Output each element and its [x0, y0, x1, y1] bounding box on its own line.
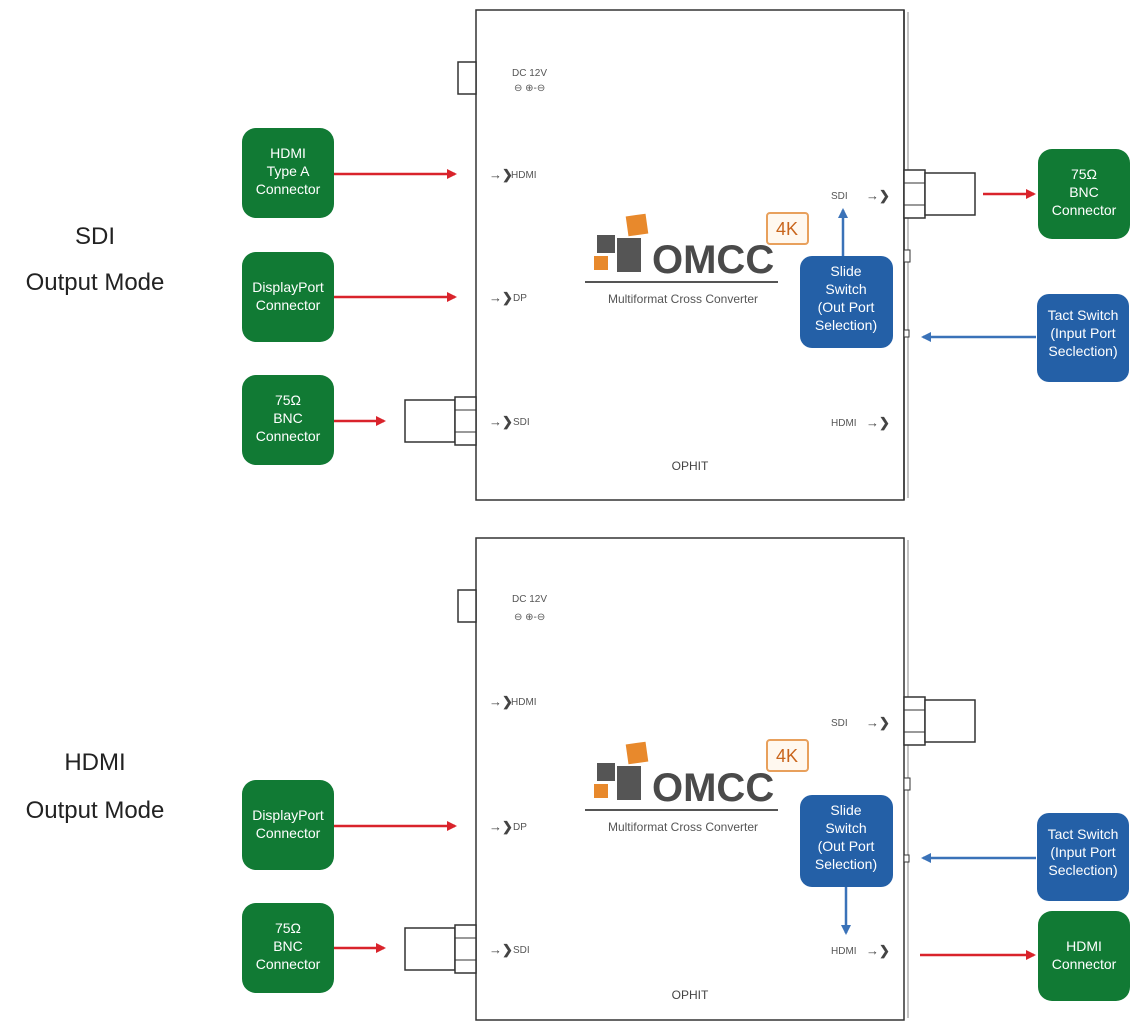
- converter-device: DC 12V ⊖ ⊕-⊖ →❯ HDMI →❯ DP →❯ SDI SDI →❯: [404, 9, 976, 501]
- port-label-sdi: SDI: [513, 417, 530, 428]
- box-line: Connector: [256, 825, 321, 841]
- box-line: Slide: [830, 802, 861, 818]
- badge-4k: [766, 739, 809, 772]
- box-line: 75Ω: [275, 920, 301, 936]
- mode-title-line2: Output Mode: [26, 797, 165, 824]
- port-label-dp: DP: [513, 822, 527, 833]
- box-line: BNC: [273, 938, 303, 954]
- port-arrows-icon: →❯: [489, 290, 513, 306]
- mode-title-line1: SDI: [75, 223, 115, 250]
- port-arrows-icon: →❯: [489, 167, 513, 183]
- slide-switch-nub: [903, 249, 911, 263]
- out-label-sdi: SDI: [831, 718, 848, 729]
- badge-4k: [766, 212, 809, 245]
- port-label-hdmi: HDMI: [511, 697, 537, 708]
- box-line: (Input Port: [1050, 844, 1115, 860]
- mode-title-line1: HDMI: [64, 749, 125, 776]
- input-bnc-box: 75Ω BNC Connector: [242, 375, 334, 465]
- sdi-output-mode-panel: SDI Output Mode DC 12V ⊖ ⊕-⊖ →❯ HDMI →❯ …: [26, 9, 1130, 501]
- tact-switch-box: Tact Switch (Input Port Seclection): [1037, 294, 1129, 382]
- product-subtitle: Multiformat Cross Converter: [608, 820, 758, 834]
- bnc-input-jack: [404, 396, 477, 446]
- box-line: Connector: [1052, 956, 1117, 972]
- box-line: DisplayPort: [252, 807, 324, 823]
- box-line: Connector: [1052, 202, 1117, 218]
- box-line: HDMI: [1066, 938, 1102, 954]
- port-arrows-icon: →❯: [866, 188, 890, 204]
- box-line: Selection): [815, 317, 877, 333]
- box-line: (Input Port: [1050, 325, 1115, 341]
- bnc-output-jack: [903, 169, 976, 219]
- power-jack: [457, 61, 477, 95]
- box-line: Connector: [256, 956, 321, 972]
- brand-name: OMCC: [652, 238, 774, 282]
- output-bnc-box: 75Ω BNC Connector: [1038, 149, 1130, 239]
- box-line: Slide: [830, 263, 861, 279]
- omcc-logo: OMCC 4K Multiformat Cross Converter: [585, 739, 809, 834]
- box-line: Connector: [256, 297, 321, 313]
- bnc-input-jack: [404, 924, 477, 974]
- maker-label: OPHIT: [672, 459, 709, 473]
- product-subtitle: Multiformat Cross Converter: [608, 292, 758, 306]
- badge-4k-text: 4K: [776, 746, 798, 766]
- brand-name: OMCC: [652, 766, 774, 810]
- port-label-dp: DP: [513, 293, 527, 304]
- box-line: 75Ω: [275, 392, 301, 408]
- maker-label: OPHIT: [672, 988, 709, 1002]
- slide-switch-box: Slide Switch (Out Port Selection): [800, 795, 893, 887]
- out-label-sdi: SDI: [831, 191, 848, 202]
- input-hdmi-box: HDMI Type A Connector: [242, 128, 334, 218]
- box-line: Connector: [256, 181, 321, 197]
- box-line: Type A: [267, 163, 310, 179]
- box-line: DisplayPort: [252, 279, 324, 295]
- port-label-hdmi: HDMI: [511, 170, 537, 181]
- box-line: Switch: [825, 281, 866, 297]
- out-label-hdmi: HDMI: [831, 946, 857, 957]
- badge-4k-text: 4K: [776, 219, 798, 239]
- port-label-sdi: SDI: [513, 945, 530, 956]
- input-bnc-box: 75Ω BNC Connector: [242, 903, 334, 993]
- out-label-hdmi: HDMI: [831, 418, 857, 429]
- input-displayport-box: DisplayPort Connector: [242, 780, 334, 870]
- tact-switch-nub: [903, 854, 910, 863]
- box-line: Switch: [825, 820, 866, 836]
- power-label: DC 12V: [512, 594, 547, 605]
- box-line: Seclection): [1048, 862, 1117, 878]
- box-line: BNC: [273, 410, 303, 426]
- port-arrows-icon: →❯: [866, 943, 890, 959]
- polarity-symbol: ⊖ ⊕-⊖: [514, 612, 545, 623]
- polarity-symbol: ⊖ ⊕-⊖: [514, 83, 545, 94]
- port-arrows-icon: →❯: [489, 694, 513, 710]
- slide-switch-nub: [903, 777, 911, 791]
- box-line: Tact Switch: [1048, 826, 1119, 842]
- port-arrows-icon: →❯: [489, 414, 513, 430]
- input-displayport-box: DisplayPort Connector: [242, 252, 334, 342]
- box-line: (Out Port: [818, 838, 875, 854]
- box-line: Connector: [256, 428, 321, 444]
- box-line: BNC: [1069, 184, 1099, 200]
- box-line: Tact Switch: [1048, 307, 1119, 323]
- bnc-output-jack: [903, 696, 976, 746]
- port-arrows-icon: →❯: [866, 715, 890, 731]
- omcc-logo: OMCC 4K Multiformat Cross Converter: [585, 212, 809, 306]
- box-line: Selection): [815, 856, 877, 872]
- hdmi-output-mode-panel: HDMI Output Mode DC 12V ⊖ ⊕-⊖ →❯ HDMI →❯…: [26, 537, 1130, 1021]
- box-line: 75Ω: [1071, 166, 1097, 182]
- output-hdmi-box: HDMI Connector: [1038, 911, 1130, 1001]
- port-arrows-icon: →❯: [866, 415, 890, 431]
- box-line: Seclection): [1048, 343, 1117, 359]
- tact-switch-nub: [903, 329, 910, 338]
- power-jack: [457, 589, 477, 623]
- slide-switch-box: Slide Switch (Out Port Selection): [800, 256, 893, 348]
- port-arrows-icon: →❯: [489, 942, 513, 958]
- box-line: HDMI: [270, 145, 306, 161]
- power-label: DC 12V: [512, 68, 547, 79]
- tact-switch-box: Tact Switch (Input Port Seclection): [1037, 813, 1129, 901]
- converter-device: DC 12V ⊖ ⊕-⊖ →❯ HDMI →❯ DP →❯ SDI SDI →❯: [404, 537, 976, 1021]
- box-line: (Out Port: [818, 299, 875, 315]
- port-arrows-icon: →❯: [489, 819, 513, 835]
- mode-title-line2: Output Mode: [26, 269, 165, 296]
